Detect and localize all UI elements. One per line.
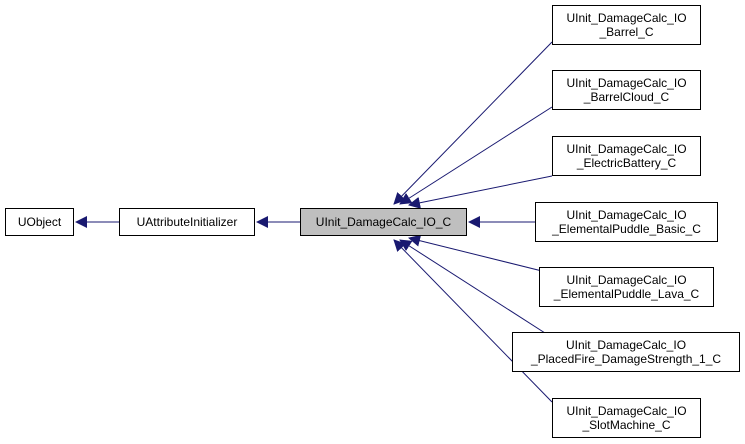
edge-slotmachine-to-focus (393, 239, 553, 403)
node-uobject-label: UObject (17, 215, 62, 229)
node-placedfire-damagestrength[interactable]: UInit_DamageCalc_IO _PlacedFire_DamageSt… (512, 332, 740, 372)
node-uinit-damagecalc-io-c[interactable]: UInit_DamageCalc_IO_C (300, 208, 467, 236)
edge-placedfire-to-focus (399, 239, 546, 334)
node-electricbattery-label-2: _ElectricBattery_C (576, 156, 677, 170)
node-elementalpuddle-lava[interactable]: UInit_DamageCalc_IO _ElementalPuddle_Lav… (539, 267, 714, 307)
node-elementalpuddle-lava-label-1: UInit_DamageCalc_IO (566, 273, 687, 287)
node-slotmachine-label-1: UInit_DamageCalc_IO (566, 404, 687, 418)
node-uobject[interactable]: UObject (5, 208, 74, 236)
node-uinit-damagecalc-io-c-label: UInit_DamageCalc_IO_C (315, 215, 452, 229)
node-barrel[interactable]: UInit_DamageCalc_IO _Barrel_C (552, 5, 701, 45)
node-electricbattery-label-1: UInit_DamageCalc_IO (566, 142, 687, 156)
node-elementalpuddle-lava-label-2: _ElementalPuddle_Lava_C (553, 287, 700, 301)
node-placedfire-damagestrength-label-2: _PlacedFire_DamageStrength_1_C (530, 352, 722, 366)
node-elementalpuddle-basic-label-1: UInit_DamageCalc_IO (566, 208, 687, 222)
node-uattributeinitializer-label: UAttributeInitializer (136, 215, 238, 229)
node-slotmachine[interactable]: UInit_DamageCalc_IO _SlotMachine_C (552, 398, 701, 438)
node-barrelcloud-label-2: _BarrelCloud_C (583, 90, 670, 104)
node-slotmachine-label-2: _SlotMachine_C (582, 418, 671, 432)
edge-battery-to-focus (408, 175, 553, 209)
edge-barrelcloud-to-focus (399, 106, 553, 205)
node-barrel-label-2: _Barrel_C (599, 25, 654, 39)
node-placedfire-damagestrength-label-1: UInit_DamageCalc_IO (565, 338, 687, 352)
node-elementalpuddle-basic-label-2: _ElementalPuddle_Basic_C (552, 222, 701, 236)
node-electricbattery[interactable]: UInit_DamageCalc_IO _ElectricBattery_C (552, 136, 701, 176)
node-uattributeinitializer[interactable]: UAttributeInitializer (119, 208, 255, 236)
node-elementalpuddle-basic[interactable]: UInit_DamageCalc_IO _ElementalPuddle_Bas… (535, 202, 718, 242)
node-barrelcloud[interactable]: UInit_DamageCalc_IO _BarrelCloud_C (552, 70, 701, 110)
node-barrel-label-1: UInit_DamageCalc_IO (566, 11, 687, 25)
edge-barrel-to-focus (393, 41, 553, 205)
edge-puddlelava-to-focus (408, 234, 547, 273)
node-barrelcloud-label-1: UInit_DamageCalc_IO (566, 76, 687, 90)
